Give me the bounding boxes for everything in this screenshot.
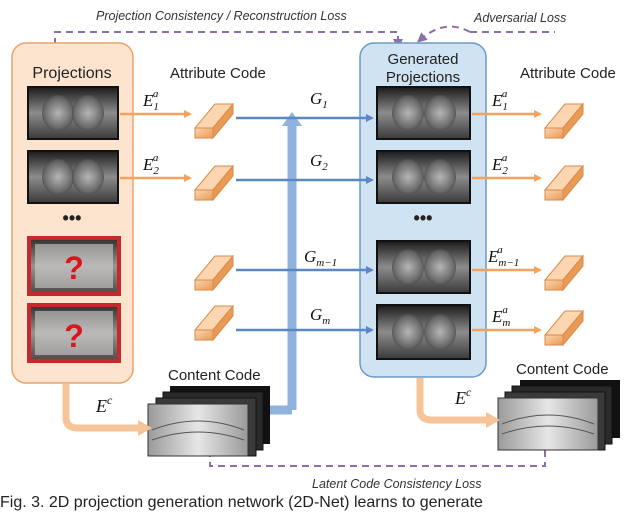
generator-label-3: Gm−1 [304, 247, 337, 269]
encoder-label-right-2: E2a [491, 152, 508, 177]
attribute-code-left-1 [193, 102, 235, 140]
generated-title-line2: Projections [386, 69, 460, 86]
generated-image-m [376, 304, 471, 360]
projections-title: Projections [32, 65, 111, 82]
projection-consistency-loss-label: Projection Consistency / Reconstruction … [96, 9, 347, 23]
generator-label-4: Gm [310, 305, 330, 327]
content-encoder-arrow-right [416, 378, 488, 424]
content-encoder-label-right: Ec [454, 385, 472, 408]
missing-mark-1: ? [64, 250, 84, 286]
attribute-code-left-4 [193, 304, 235, 342]
generated-image-2 [376, 150, 471, 204]
content-encoder-label-left: Ec [95, 393, 113, 416]
attribute-code-right-1 [543, 102, 585, 140]
generated-title-line1: Generated [388, 51, 459, 68]
encoder-label-right-3: Em−1a [487, 244, 519, 269]
missing-mark-2: ? [64, 318, 84, 354]
adversarial-curve [416, 25, 471, 43]
projection-image-1 [27, 86, 119, 140]
figure-diagram: Projection Consistency / Reconstruction … [11, 9, 620, 491]
attribute-code-right-3 [543, 254, 585, 292]
attribute-code-right-4 [543, 309, 585, 347]
attribute-code-label-left: Attribute Code [170, 65, 266, 82]
generated-image-m-1 [376, 240, 471, 294]
content-encoder-arrow-left [62, 384, 140, 432]
content-code-label-right: Content Code [516, 361, 609, 378]
figure-caption: Fig. 3. 2D projection generation network… [0, 494, 483, 511]
encoder-label-left-2: E2a [142, 152, 159, 177]
encoder-label-right-1: E1a [491, 88, 508, 113]
projection-consistency-connector [54, 31, 403, 49]
adversarial-loss-label: Adversarial Loss [473, 11, 566, 25]
content-code-label-left: Content Code [168, 367, 261, 384]
generated-image-1 [376, 86, 471, 140]
generated-ellipsis: ••• [414, 208, 433, 228]
latent-consistency-connector [209, 450, 546, 467]
content-encoder-arrowhead-right [486, 412, 500, 428]
content-code-stack-right [497, 380, 620, 451]
projections-ellipsis: ••• [63, 208, 82, 228]
generator-label-2: G2 [310, 151, 328, 173]
attribute-code-label-right: Attribute Code [520, 65, 616, 82]
encoder-label-left-1: E1a [142, 88, 159, 113]
attribute-code-left-3 [193, 254, 235, 292]
attribute-code-right-2 [543, 164, 585, 202]
attribute-code-left-2 [193, 164, 235, 202]
missing-projection-2: ? [27, 303, 121, 363]
content-code-stack-left [147, 386, 270, 457]
missing-projection-1: ? [27, 236, 121, 296]
content-encoder-arrowhead-left [138, 420, 152, 436]
generator-label-1: G1 [310, 89, 328, 111]
latent-consistency-loss-label: Latent Code Consistency Loss [312, 477, 482, 491]
encoder-label-right-4: Ema [491, 304, 510, 329]
projection-image-2 [27, 150, 119, 204]
